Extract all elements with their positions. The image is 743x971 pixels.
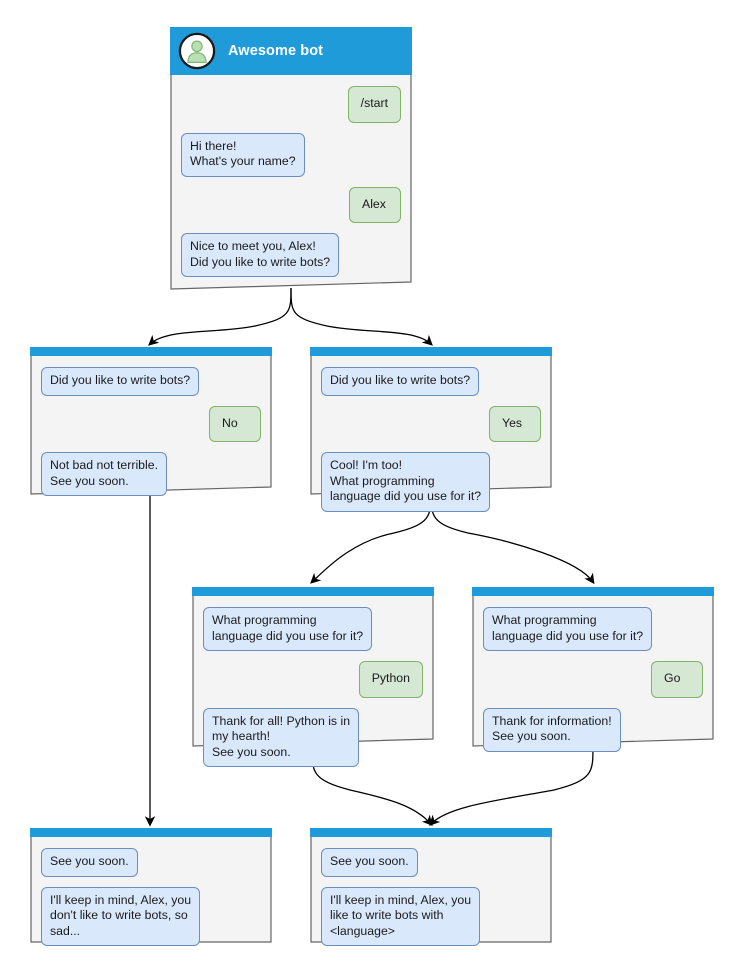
message-row: Nice to meet you, Alex! Did you like to … [181,233,401,277]
message-row: /start [181,86,401,123]
message-list-yes-branch: Did you like to write bots? Yes Cool! I'… [310,356,552,512]
bot-message-bubble: Thank for all! Python is in my hearth! S… [203,707,360,767]
message-list-python-branch: What programming language did you use fo… [192,596,434,767]
node-card-end-no[interactable]: See you soon. I'll keep in mind, Alex, y… [30,828,272,946]
message-row: Thank for all! Python is in my hearth! S… [203,707,423,767]
node-card-no-branch[interactable]: Did you like to write bots? No Not bad n… [30,347,272,496]
message-row: Alex [181,186,401,223]
message-list-end-no: See you soon. I'll keep in mind, Alex, y… [30,837,272,946]
message-list-end-yes: See you soon. I'll keep in mind, Alex, y… [310,837,552,946]
bot-message-bubble: What programming language did you use fo… [483,607,653,651]
bot-message-bubble: I'll keep in mind, Alex, you like to wri… [321,886,481,946]
card-title-bar [30,347,272,356]
message-row: Not bad not terrible. See you soon. [41,452,261,496]
card-title-bar: Awesome bot [170,27,412,75]
message-row: Go [483,661,703,698]
node-card-go-branch[interactable]: What programming language did you use fo… [472,587,714,752]
user-message-bubble: /start [347,86,401,123]
bot-title-label: Awesome bot [228,43,324,59]
message-row: See you soon. [321,848,541,877]
bot-message-bubble: Hi there! What's your name? [181,132,305,177]
message-list-go-branch: What programming language did you use fo… [472,596,714,752]
bot-message-bubble: Thank for information! See you soon. [483,707,621,752]
person-avatar-icon [178,32,216,70]
bot-message-bubble: Nice to meet you, Alex! Did you like to … [181,233,340,277]
message-row: Thank for information! See you soon. [483,707,703,752]
bot-message-bubble: See you soon. [41,848,138,877]
message-row: Hi there! What's your name? [181,132,401,177]
message-row: What programming language did you use fo… [203,607,423,651]
message-row: Did you like to write bots? [41,367,261,396]
bot-message-bubble: See you soon. [321,848,418,877]
bot-message-bubble: Cool! I'm too! What programming language… [321,452,491,512]
message-row: Yes [321,405,541,442]
message-row: Python [203,661,423,698]
message-row: See you soon. [41,848,261,877]
bot-message-bubble: I'll keep in mind, Alex, you don't like … [41,886,201,946]
message-row: I'll keep in mind, Alex, you like to wri… [321,886,541,946]
message-list-no-branch: Did you like to write bots? No Not bad n… [30,356,272,496]
card-title-bar [192,587,434,596]
message-list-root: /start Hi there! What's your name? Alex … [170,75,412,277]
bot-message-bubble: Did you like to write bots? [41,367,200,396]
user-message-bubble: Go [651,661,703,698]
bot-message-bubble: What programming language did you use fo… [203,607,373,651]
card-title-bar [472,587,714,596]
message-row: What programming language did you use fo… [483,607,703,651]
node-card-end-yes[interactable]: See you soon. I'll keep in mind, Alex, y… [310,828,552,946]
bot-message-bubble: Did you like to write bots? [321,367,480,396]
user-message-bubble: Alex [349,186,401,223]
user-message-bubble: No [209,405,261,442]
card-title-bar [310,828,552,837]
message-row: Did you like to write bots? [321,367,541,396]
node-card-python-branch[interactable]: What programming language did you use fo… [192,587,434,767]
message-row: Cool! I'm too! What programming language… [321,452,541,512]
edge-root-to-no [148,287,292,346]
user-message-bubble: Yes [489,405,541,442]
card-title-bar [30,828,272,837]
edge-root-to-yes [290,287,433,346]
message-row: No [41,405,261,442]
bot-message-bubble: Not bad not terrible. See you soon. [41,452,168,496]
message-row: I'll keep in mind, Alex, you don't like … [41,886,261,946]
node-card-root[interactable]: Awesome bot /start Hi there! What's your… [170,27,412,290]
card-title-bar [310,347,552,356]
user-message-bubble: Python [358,661,423,698]
node-card-yes-branch[interactable]: Did you like to write bots? Yes Cool! I'… [310,347,552,512]
